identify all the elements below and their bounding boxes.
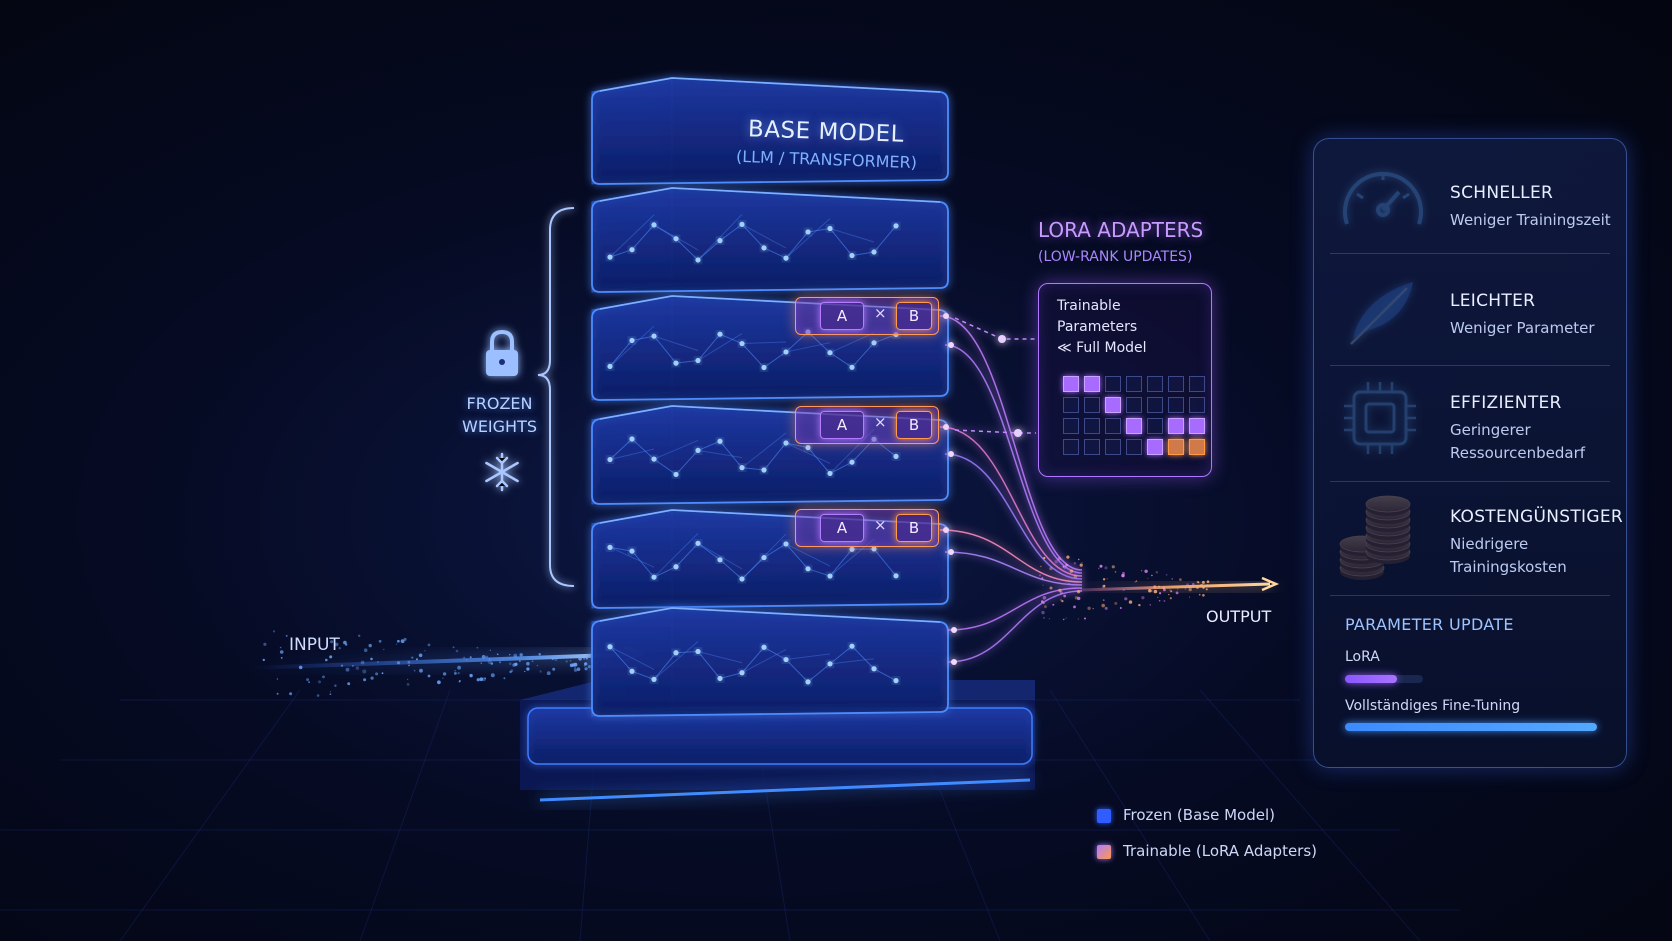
benefit-desc-2: Trainingskosten	[1450, 556, 1567, 579]
parameter-cell	[1168, 439, 1184, 455]
benefit-efficient: EFFIZIENTER Geringerer Ressourcenbedarf	[1314, 365, 1626, 465]
adapter-matrix-b: B	[896, 514, 932, 542]
parameter-cell	[1084, 397, 1100, 413]
parameter-cell	[1063, 439, 1079, 455]
parameter-grid	[1063, 376, 1205, 455]
frozen-weights-label: FROZEN WEIGHTS	[462, 392, 537, 438]
benefit-cheaper: KOSTENGÜNSTIGER Niedrigere Trainingskost…	[1314, 481, 1626, 581]
parameter-cell	[1084, 418, 1100, 434]
parameter-cell	[1168, 397, 1184, 413]
signal-node	[951, 627, 957, 633]
frozen-label-line-2: WEIGHTS	[462, 415, 537, 438]
parameter-cell	[1126, 376, 1142, 392]
full-finetune-bar	[1345, 723, 1597, 731]
parameter-cell	[1126, 418, 1142, 434]
lora-update-bar-fill	[1345, 675, 1397, 683]
parameter-cell	[1084, 376, 1100, 392]
transformer-layer-stack	[592, 78, 948, 716]
benefit-title: KOSTENGÜNSTIGER	[1450, 507, 1623, 527]
output-label: OUTPUT	[1206, 607, 1271, 626]
adapter-matrix-a: A	[820, 411, 864, 439]
parameter-cell	[1105, 418, 1121, 434]
benefit-title: EFFIZIENTER	[1450, 393, 1562, 413]
trainable-parameters-box: Trainable Parameters ≪ Full Model	[1038, 283, 1212, 477]
snowflake-icon	[486, 454, 517, 490]
benefit-desc: Weniger Trainingszeit	[1450, 209, 1611, 232]
lora-adapters-subtitle: (LOW-RANK UPDATES)	[1038, 249, 1192, 265]
parameter-update-title: PARAMETER UPDATE	[1345, 615, 1514, 634]
parameter-cell	[1189, 418, 1205, 434]
box-link-line	[955, 430, 1036, 433]
parameter-cell	[1105, 397, 1121, 413]
full-finetune-label: Vollständiges Fine-Tuning	[1345, 698, 1520, 714]
adapter-multiply-sign: ×	[874, 413, 887, 431]
parameter-cell	[1147, 439, 1163, 455]
signal-node	[943, 424, 949, 430]
benefit-faster: SCHNELLER Weniger Trainingszeit	[1314, 143, 1626, 243]
adapter-matrix-b: B	[896, 302, 932, 330]
trainable-line-2: Parameters	[1057, 319, 1137, 335]
full-finetune-bar-fill	[1345, 723, 1597, 731]
signal-node	[951, 659, 957, 665]
lora-update-bar	[1345, 675, 1423, 683]
adapter-multiply-sign: ×	[874, 304, 887, 322]
transformer-layer	[592, 188, 948, 292]
parameter-cell	[1126, 397, 1142, 413]
legend-swatch-trainable	[1097, 845, 1111, 859]
frozen-weights-bracket	[538, 208, 574, 586]
lora-adapter: A × B	[795, 406, 939, 444]
signal-node	[948, 342, 954, 348]
signal-node	[943, 313, 949, 319]
adapter-matrix-b: B	[896, 411, 932, 439]
legend-label: Frozen (Base Model)	[1123, 806, 1275, 824]
adapter-matrix-a: A	[820, 514, 864, 542]
benefit-divider	[1330, 595, 1610, 596]
lora-adapters-title: LORA ADAPTERS	[1038, 218, 1203, 242]
base-model-title: BASE MODEL	[748, 116, 905, 147]
lora-adapter: A × B	[795, 509, 939, 547]
signal-node	[943, 527, 949, 533]
benefit-desc: Weniger Parameter	[1450, 317, 1595, 340]
parameter-cell	[1189, 439, 1205, 455]
benefit-desc: Geringerer	[1450, 419, 1531, 442]
adapter-multiply-sign: ×	[874, 516, 887, 534]
benefit-title: LEICHTER	[1450, 291, 1535, 311]
adapter-matrix-a: A	[820, 302, 864, 330]
lora-update-label: LoRA	[1345, 649, 1380, 665]
benefit-title: SCHNELLER	[1450, 183, 1553, 203]
parameter-cell	[1168, 376, 1184, 392]
signal-node	[948, 549, 954, 555]
legend-label: Trainable (LoRA Adapters)	[1123, 842, 1317, 860]
benefit-desc: Niedrigere	[1450, 533, 1528, 556]
link-node	[1014, 429, 1022, 437]
frozen-label-line-1: FROZEN	[462, 392, 537, 415]
parameter-cell	[1168, 418, 1184, 434]
parameter-cell	[1126, 439, 1142, 455]
parameter-cell	[1063, 397, 1079, 413]
parameter-cell	[1105, 439, 1121, 455]
signal-node	[948, 451, 954, 457]
lock-icon	[486, 332, 518, 376]
lora-adapter: A × B	[795, 297, 939, 335]
trainable-line-1: Trainable	[1057, 298, 1121, 314]
parameter-cell	[1147, 397, 1163, 413]
parameter-cell	[1063, 376, 1079, 392]
parameter-cell	[1147, 418, 1163, 434]
parameter-cell	[1147, 376, 1163, 392]
benefits-panel: SCHNELLER Weniger Trainingszeit LEICHTER…	[1313, 138, 1627, 768]
trainable-line-3: ≪ Full Model	[1057, 340, 1147, 356]
parameter-cell	[1189, 376, 1205, 392]
parameter-cell	[1105, 376, 1121, 392]
link-node	[998, 335, 1006, 343]
parameter-cell	[1063, 418, 1079, 434]
box-link-line	[955, 318, 1036, 339]
benefit-desc-2: Ressourcenbedarf	[1450, 442, 1585, 465]
benefit-lighter: LEICHTER Weniger Parameter	[1314, 253, 1626, 353]
input-transformer-layer	[592, 608, 948, 716]
parameter-cell	[1189, 397, 1205, 413]
legend-swatch-frozen	[1097, 809, 1111, 823]
parameter-cell	[1084, 439, 1100, 455]
input-label: INPUT	[289, 635, 340, 655]
